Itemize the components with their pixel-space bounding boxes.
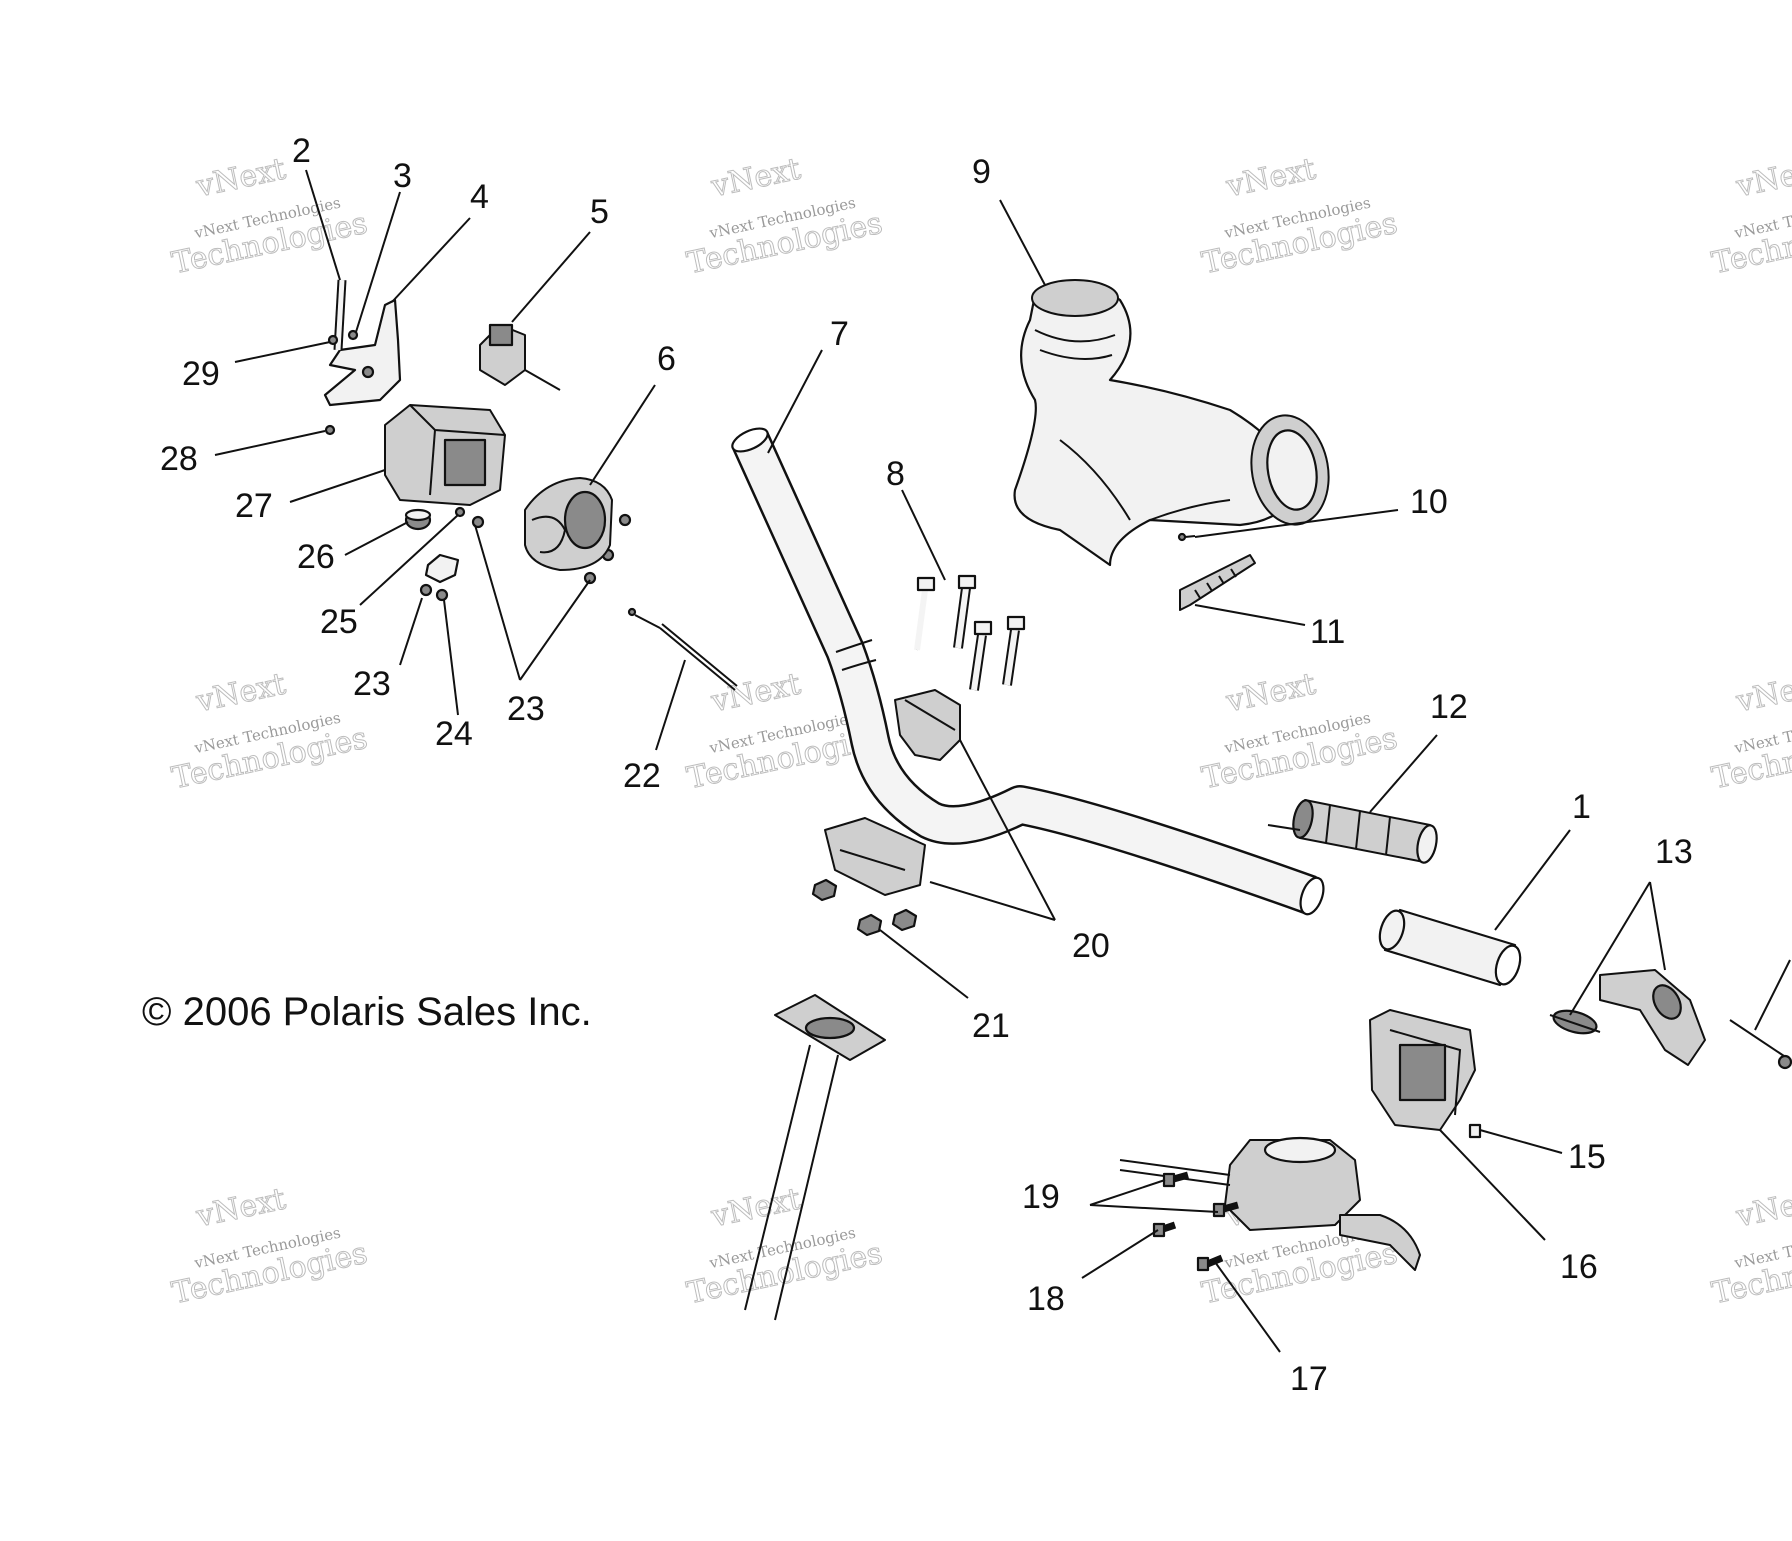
throttle-housing-part bbox=[524, 477, 613, 571]
callout-22: 22 bbox=[623, 757, 661, 795]
callout-numbers: 2 3 4 5 6 7 8 9 10 11 12 1 13 15 16 17 1… bbox=[160, 132, 1693, 1398]
cable-part bbox=[627, 607, 738, 691]
watermark-brand: vNext bbox=[1733, 667, 1792, 720]
callout-7: 7 bbox=[830, 315, 849, 353]
plate-part bbox=[424, 553, 460, 584]
knob-part bbox=[404, 508, 432, 531]
screws-part bbox=[1152, 1171, 1239, 1272]
watermark-brand: vNext bbox=[708, 1182, 804, 1235]
watermark-brand: vNext bbox=[1733, 1182, 1792, 1235]
watermark-brand: vNext bbox=[708, 152, 804, 205]
connector-part bbox=[479, 323, 561, 391]
callout-4: 4 bbox=[470, 178, 489, 216]
hand-guard-part bbox=[1013, 279, 1330, 567]
grip-part bbox=[1378, 908, 1522, 987]
callout-8: 8 bbox=[886, 455, 905, 493]
callout-3: 3 bbox=[393, 157, 412, 195]
pin-part bbox=[1729, 1019, 1791, 1061]
pin-part bbox=[1777, 1054, 1792, 1070]
bolt-part bbox=[333, 279, 347, 351]
callout-16: 16 bbox=[1560, 1248, 1598, 1286]
part-illustrations bbox=[323, 279, 1792, 1321]
fitting-part bbox=[1549, 969, 1706, 1066]
callout-1: 1 bbox=[1572, 788, 1591, 826]
callout-19: 19 bbox=[1022, 1178, 1060, 1216]
leader-lines bbox=[214, 169, 1791, 1353]
callout-25: 25 bbox=[320, 603, 358, 641]
heater-element-part bbox=[1179, 554, 1256, 611]
screw-part bbox=[1184, 535, 1196, 538]
washer-part bbox=[324, 424, 336, 436]
bracket-part bbox=[323, 298, 402, 407]
watermark-brand: vNext bbox=[1733, 152, 1792, 205]
callout-23: 23 bbox=[353, 665, 391, 703]
watermark-brand: vNext bbox=[193, 152, 289, 205]
callout-12: 12 bbox=[1430, 688, 1468, 726]
callout-13: 13 bbox=[1655, 833, 1693, 871]
callout-11: 11 bbox=[1310, 613, 1345, 651]
callout-9: 9 bbox=[972, 153, 991, 191]
watermark-brand: vNext bbox=[193, 1182, 289, 1235]
handlebar-clamp-part bbox=[894, 689, 961, 761]
copyright-notice: © 2006 Polaris Sales Inc. bbox=[142, 990, 592, 1034]
callout-17: 17 bbox=[1290, 1360, 1328, 1398]
callout-21: 21 bbox=[972, 1007, 1010, 1045]
callout-20: 20 bbox=[1072, 927, 1110, 965]
watermark-brand: vNext bbox=[1223, 667, 1319, 720]
heated-grip-part bbox=[1267, 799, 1438, 864]
nuts-part bbox=[811, 878, 918, 937]
watermarks: vNext vNext Technologies Technologies vN… bbox=[168, 151, 1792, 1312]
bolts-part bbox=[914, 574, 1026, 691]
callout-24: 24 bbox=[435, 715, 473, 753]
washer-part bbox=[347, 329, 359, 341]
callout-29: 29 bbox=[182, 355, 220, 393]
callout-27: 27 bbox=[235, 487, 273, 525]
callout-2: 2 bbox=[292, 132, 311, 170]
callout-10: 10 bbox=[1410, 483, 1448, 521]
callout-5: 5 bbox=[590, 193, 609, 231]
control-housing-part bbox=[1369, 1009, 1482, 1139]
callout-23: 23 bbox=[507, 690, 545, 728]
handlebar-clamp-part bbox=[824, 817, 926, 896]
watermark-brand: vNext bbox=[193, 667, 289, 720]
brake-lever-part bbox=[1119, 1136, 1421, 1271]
callout-18: 18 bbox=[1027, 1280, 1065, 1318]
screw-part bbox=[454, 506, 466, 518]
watermark-brand: vNext bbox=[1223, 152, 1319, 205]
switch-housing-part bbox=[384, 404, 506, 506]
handlebar-part bbox=[731, 427, 1325, 916]
washer-part bbox=[327, 334, 339, 346]
steering-post-part bbox=[744, 994, 886, 1321]
callout-6: 6 bbox=[657, 340, 676, 378]
screw-part bbox=[1177, 532, 1187, 542]
callout-26: 26 bbox=[297, 538, 335, 576]
callout-28: 28 bbox=[160, 440, 198, 478]
callout-15: 15 bbox=[1568, 1138, 1606, 1176]
